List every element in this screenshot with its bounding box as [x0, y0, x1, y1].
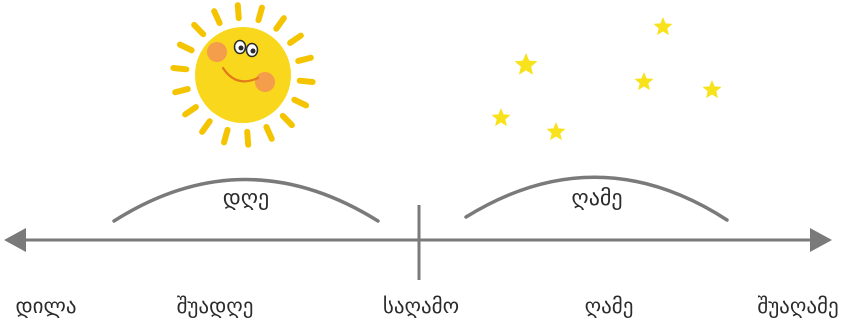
sun-ray	[294, 100, 306, 106]
night-arc-label: ღამე	[571, 186, 622, 211]
arrow-left-icon	[4, 228, 26, 252]
sun-ray	[266, 127, 271, 139]
sun-ray	[258, 8, 262, 21]
timeline-label-evening: საღამო	[383, 294, 459, 318]
sun-ray	[238, 5, 239, 18]
sun-ray	[276, 18, 284, 29]
timeline-label-midnight: შუაღამე	[757, 294, 838, 318]
sun-ray	[194, 25, 203, 34]
sun-ray	[185, 107, 196, 114]
star-icon	[547, 122, 566, 140]
sun-ray	[173, 68, 186, 69]
sun-cheek-left	[207, 42, 227, 62]
sun-ray	[247, 132, 248, 145]
sun-ray	[224, 130, 228, 143]
smiling-sun-icon	[173, 5, 312, 145]
sun-ray	[283, 116, 292, 125]
star-icon	[703, 80, 722, 98]
arrow-right-icon	[810, 228, 832, 252]
sun-ray	[300, 81, 313, 82]
sun-ray	[214, 11, 219, 23]
timeline-label-noon: შუადღე	[177, 294, 254, 318]
sun-ray	[180, 45, 192, 51]
sun-eye-right	[247, 44, 258, 57]
star-icon	[515, 53, 538, 75]
sun-cheek-right	[255, 72, 275, 92]
sun-eye-left	[235, 41, 246, 54]
sun-ray	[202, 121, 210, 132]
sun-ray	[298, 58, 311, 61]
sun-ray	[290, 36, 301, 43]
timeline-label-morning: დილა	[15, 294, 76, 318]
crescent-moon-icon	[579, 26, 668, 127]
sun-ray	[175, 89, 188, 92]
star-icon	[635, 72, 654, 90]
day-arc-label: დღე	[223, 186, 269, 211]
timeline-label-night: ღამე	[585, 294, 634, 318]
star-icon	[654, 17, 673, 35]
stars	[492, 17, 722, 140]
star-icon	[492, 108, 511, 126]
